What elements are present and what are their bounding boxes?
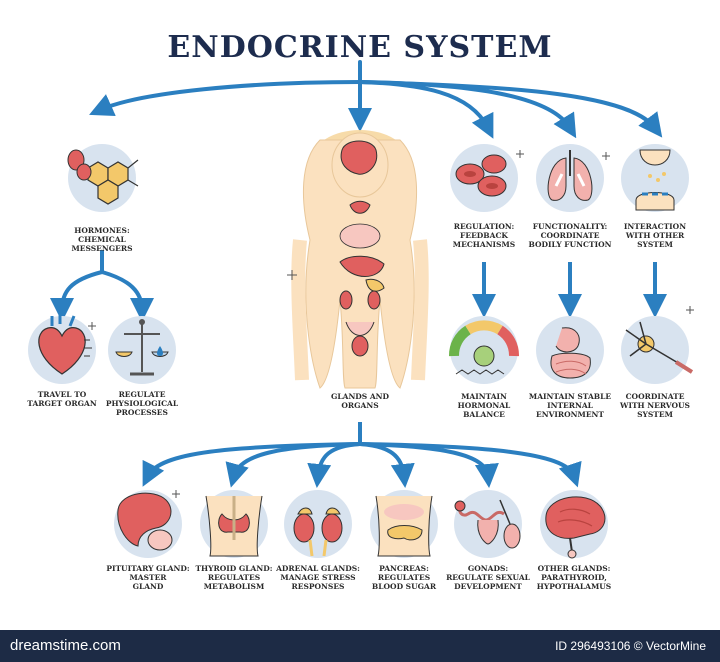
label-pituitary: PITUITARY GLAND: MASTER GLAND <box>106 564 190 591</box>
label-glands: GLANDS AND ORGANS <box>330 392 390 410</box>
thyroid-icon <box>200 490 268 558</box>
label-regulation: REGULATION: FEEDBACK MECHANISMS <box>452 222 516 249</box>
label-interaction: INTERACTION WITH OTHER SYSTEM <box>623 222 687 249</box>
label-other-glands: OTHER GLANDS: PARATHYROID, HYPOTHALAMUS <box>536 564 612 591</box>
label-maintain-stable: MAINTAIN STABLE INTERNAL ENVIRONMENT <box>528 392 612 419</box>
label-pancreas: PANCREAS: REGULATES BLOOD SUGAR <box>371 564 437 591</box>
diagram-title: ENDOCRINE SYSTEM <box>167 30 553 65</box>
pituitary-icon <box>114 490 182 558</box>
stock-footer-bar: dreamstime.com ID 296493106 © VectorMine <box>0 630 720 662</box>
gauge-icon <box>449 316 519 384</box>
pancreas-icon <box>370 490 438 558</box>
heart-icon <box>28 314 96 384</box>
neuron-icon <box>621 316 694 384</box>
footer-brand[interactable]: dreamstime.com <box>10 637 121 654</box>
gonads-icon <box>454 490 522 558</box>
bottom-arrow-tree <box>142 422 582 488</box>
label-coordinate: COORDINATE WITH NERVOUS SYSTEM <box>620 392 690 419</box>
label-maintain-balance: MAINTAIN HORMONAL BALANCE <box>457 392 511 419</box>
human-body-figure <box>291 130 429 389</box>
brain-hypothalamus-icon <box>540 490 608 559</box>
label-adrenal: ADRENAL GLANDS: MANAGE STRESS RESPONSES <box>276 564 360 591</box>
top-arrow-tree <box>89 60 663 139</box>
footer-stock-id: ID 296493106 © VectorMine <box>555 639 706 653</box>
synapse-icon <box>621 144 689 212</box>
lungs-icon <box>536 144 604 212</box>
label-regulate: REGULATE PHYSIOLOGICAL PROCESSES <box>105 390 179 417</box>
label-hormones: HORMONES: CHEMICAL MESSENGERS <box>71 226 133 253</box>
hormone-molecule-icon <box>67 144 139 212</box>
digestive-icon <box>536 316 604 384</box>
balance-scale-icon <box>108 316 176 384</box>
label-functionality: FUNCTIONALITY: COORDINATE BODILY FUNCTIO… <box>528 222 612 249</box>
label-gonads: GONADS: REGULATE SEXUAL DEVELOPMENT <box>446 564 530 591</box>
adrenal-kidney-icon <box>284 490 352 558</box>
blood-cells-icon <box>450 144 518 212</box>
sparkle-decorations <box>88 150 694 498</box>
hormones-branch-arrows <box>50 250 154 322</box>
label-thyroid: THYROID GLAND: REGULATES METABOLISM <box>195 564 273 591</box>
right-column-arrows <box>472 262 667 318</box>
label-travel: TRAVEL TO TARGET ORGAN <box>27 390 97 408</box>
